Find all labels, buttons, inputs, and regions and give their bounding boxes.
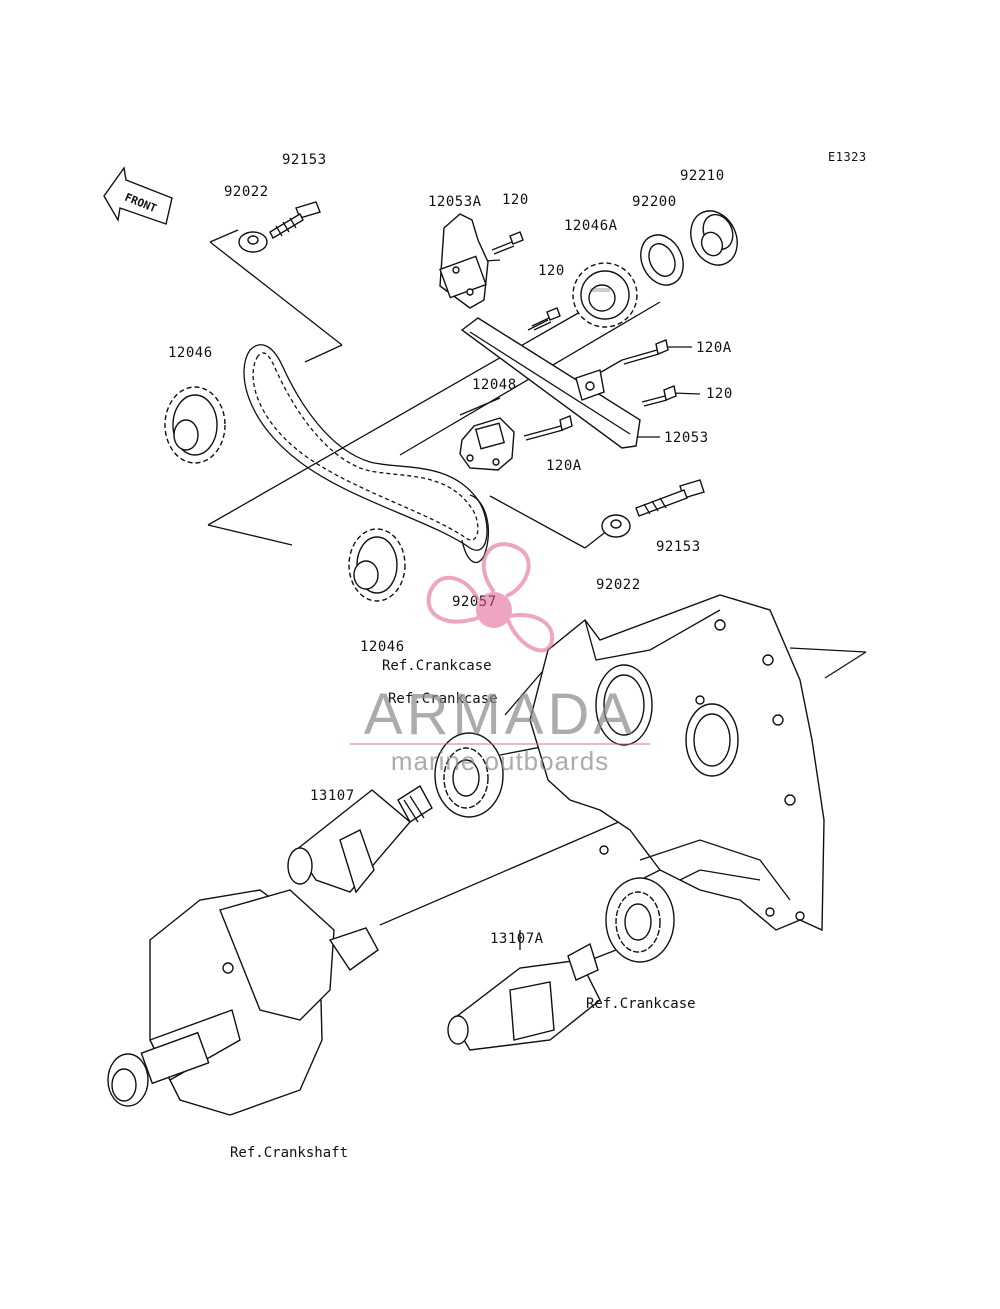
label-120-c: 120 (706, 386, 733, 402)
tensioner-12048 (459, 417, 515, 471)
washer-92022-top (238, 231, 268, 253)
label-12048: 12048 (472, 377, 517, 393)
label-120-a: 120 (502, 192, 529, 208)
label-13107: 13107 (310, 788, 355, 804)
diagram-id: E1323 (828, 150, 867, 164)
label-92200: 92200 (632, 194, 677, 210)
front-arrow-icon: FRONT (103, 166, 173, 225)
bolt-120-upper (491, 231, 524, 255)
sprocket-12046A (572, 262, 638, 328)
label-92210: 92210 (680, 168, 725, 184)
label-12046-top: 12046 (168, 345, 213, 361)
label-13107A: 13107A (490, 931, 544, 947)
crankcase-housing (529, 594, 825, 932)
bolt-92153-right (635, 479, 705, 517)
ref-crankcase-2: Ref.Crankcase (388, 691, 498, 707)
chain-92057 (243, 344, 490, 564)
watermark-tagline: marine outboards (391, 746, 609, 776)
balancer-shaft-13107 (287, 785, 433, 894)
sprocket-12046-top (164, 386, 226, 464)
label-12046-bottom: 12046 (360, 639, 405, 655)
label-12053: 12053 (664, 430, 709, 446)
bolt-92153-top (269, 201, 321, 239)
bolt-120A-mid (523, 415, 573, 441)
balancer-shaft-13107A (447, 942, 601, 1051)
label-92022-top: 92022 (224, 184, 269, 200)
label-120-b: 120 (538, 263, 565, 279)
label-92153-right: 92153 (656, 539, 701, 555)
ref-crankcase-1: Ref.Crankcase (382, 658, 492, 674)
watermark-brand: ARMADA (364, 682, 636, 747)
label-92022-right: 92022 (596, 577, 641, 593)
label-12053A: 12053A (428, 194, 482, 210)
watermark-propeller-logo (426, 542, 555, 653)
washer-92022-right (601, 514, 631, 538)
bolt-120-mid (531, 307, 561, 331)
bearing-lower (605, 877, 675, 963)
ref-crankcase-3: Ref.Crankcase (586, 996, 696, 1012)
label-12046A: 12046A (564, 218, 618, 234)
ref-crankshaft: Ref.Crankshaft (230, 1145, 348, 1161)
label-120A-a: 120A (696, 340, 732, 356)
bolt-120-right (641, 385, 677, 407)
crankshaft (107, 889, 379, 1116)
label-92153-top: 92153 (282, 152, 327, 168)
chain-guide-12053 (460, 317, 641, 449)
tensioner-12053A (439, 213, 489, 309)
label-120A-b: 120A (546, 458, 582, 474)
bearing-upper (434, 732, 504, 818)
bolt-120A-right (621, 339, 669, 365)
sprocket-12046-bottom (348, 528, 406, 602)
nut-92210 (690, 210, 738, 266)
washer-92200 (640, 234, 684, 286)
